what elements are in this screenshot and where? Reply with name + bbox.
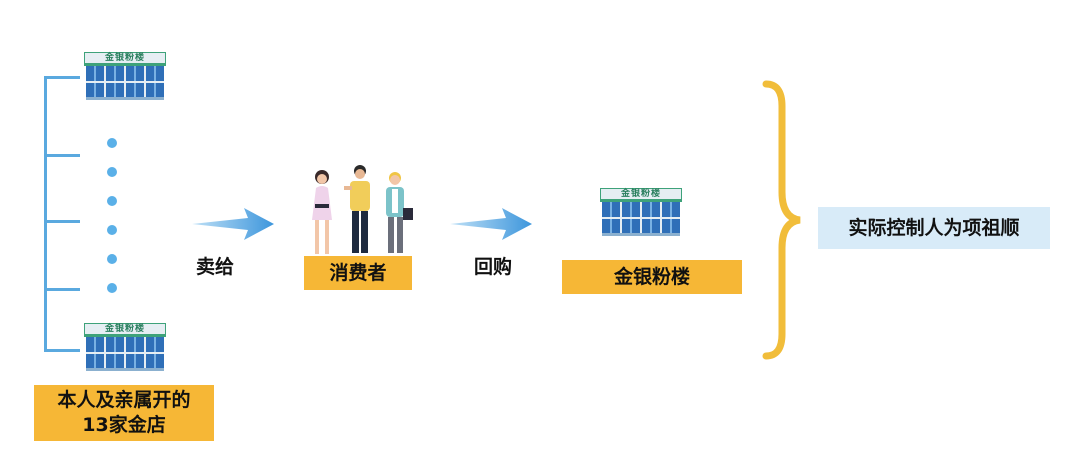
- bracket-branch: [44, 220, 80, 223]
- left-bracket-line: [44, 76, 47, 352]
- store-icon-bottom: 金银粉楼: [84, 323, 166, 373]
- store-sign: 金银粉楼: [600, 188, 682, 202]
- curly-brace-icon: [762, 80, 801, 360]
- bracket-branch: [44, 76, 80, 79]
- store-facade: [86, 66, 164, 100]
- store-facade: [602, 202, 680, 236]
- consumers-people-icon: [312, 165, 413, 254]
- ellipsis-dot: [107, 254, 117, 264]
- store-sign: 金银粉楼: [84, 323, 166, 337]
- ellipsis-dot: [107, 167, 117, 177]
- target-store-label: 金银粉楼: [562, 260, 742, 294]
- controller-label: 实际控制人为项祖顺: [818, 207, 1050, 249]
- store-icon-top: 金银粉楼: [84, 52, 166, 102]
- arrow-right-icon: [450, 208, 532, 240]
- consumers-label: 消费者: [304, 256, 412, 290]
- stores-caption-line1: 本人及亲属开的: [57, 389, 191, 411]
- store-facade: [86, 337, 164, 371]
- ellipsis-dot: [107, 196, 117, 206]
- ellipsis-dot: [107, 225, 117, 235]
- ellipsis-dot: [107, 138, 117, 148]
- bracket-branch: [44, 154, 80, 157]
- bracket-branch: [44, 349, 80, 352]
- arrow-right-icon: [192, 208, 274, 240]
- stores-caption-line2: 13家金店: [82, 414, 166, 436]
- ellipsis-dot: [107, 283, 117, 293]
- stores-caption: 本人及亲属开的 13家金店: [34, 385, 214, 441]
- store-sign: 金银粉楼: [84, 52, 166, 66]
- sell-to-label: 卖给: [196, 256, 235, 278]
- bracket-branch: [44, 288, 80, 291]
- buy-back-label: 回购: [474, 256, 513, 278]
- store-icon-target: 金银粉楼: [600, 188, 682, 238]
